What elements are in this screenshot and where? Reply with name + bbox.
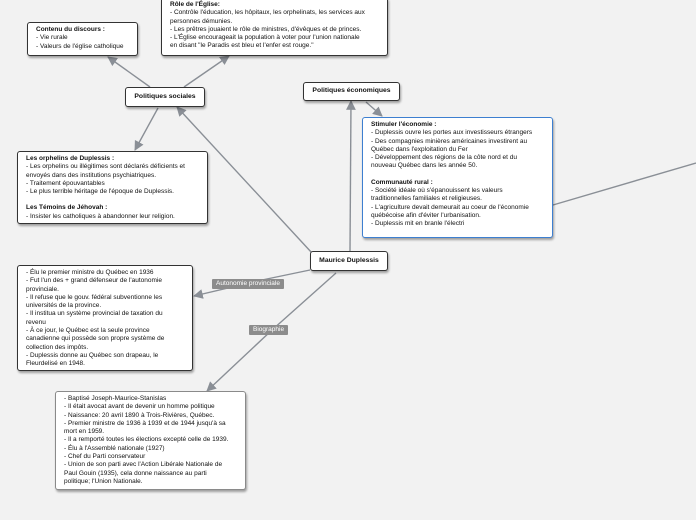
note-line: - Union de son parti avec l'Action Libér…	[64, 461, 223, 469]
note-line: - Valeurs de l'église catholique	[36, 42, 124, 50]
tag-autonomie-provinciale[interactable]: Autonomie provinciale	[212, 279, 284, 289]
note-line: mort en 1959.	[64, 428, 105, 436]
link-sociales-discours	[107, 56, 151, 88]
note-line: - Le plus terrible héritage de l'époque …	[26, 188, 174, 196]
note-line: en disant "le Paradis est bleu et l'enfe…	[170, 42, 314, 50]
note-line: personnes démunies.	[170, 17, 233, 25]
note-line: - Duplessis ouvre les portes aux investi…	[371, 129, 533, 137]
note-line: - Les orphelins ou illégitimes sont décl…	[26, 163, 185, 171]
note-heading: Contenu du discours :	[36, 26, 105, 33]
note-line: - Vie rurale	[36, 34, 68, 42]
note-line: - Contrôle l'éducation, les hôpitaux, le…	[170, 9, 365, 17]
link-offscreen-right	[552, 162, 696, 206]
link-root-economiques	[346, 100, 356, 252]
note-line: - Société idéale où s'épanouissent les v…	[371, 187, 503, 195]
note-line: collection des impôts.	[26, 343, 89, 351]
link-sociales-eglise	[183, 55, 230, 88]
topic-politiques-economiques-label: Politiques économiques	[312, 87, 391, 95]
note-line: - Duplessis mit en branle l'électri	[371, 220, 465, 228]
root-topic-maurice-duplessis[interactable]: Maurice Duplessis	[310, 251, 388, 271]
note-heading: Les orphelins de Duplessis :	[26, 155, 115, 162]
note-line: nouveau Québec dans les année 50.	[371, 162, 478, 170]
note-line: - Baptisé Joseph-Maurice-Stanislas	[64, 395, 167, 402]
note-line: - Premier ministre de 1936 à 1939 et de …	[64, 419, 226, 427]
note-line: canadienne qui possède son propre systèm…	[26, 335, 165, 343]
link-sociales-orphelins	[134, 107, 159, 151]
note-line: revenu	[26, 318, 46, 326]
note-line: - Les prêtres jouaient le rôle de minist…	[170, 25, 362, 33]
note-line: envoyés dans des institutions psychiatri…	[26, 171, 157, 179]
link-economiques-economie	[365, 101, 383, 117]
note-line: - Il a remporté toutes les élections exc…	[64, 436, 229, 444]
note-line: - À ce jour, le Québec est la seule prov…	[26, 327, 150, 335]
note-line: politique; l'Union Nationale.	[64, 477, 143, 485]
note-line: universités de la province.	[26, 302, 102, 310]
note-line: - Il refuse que le gouv. fédéral subvent…	[26, 293, 163, 301]
note-heading: Communauté rural :	[371, 178, 433, 186]
note-line: - Duplessis donne au Québec son drapeau,…	[26, 351, 159, 359]
note-line: Québec dans l'exploitation du Fer	[371, 145, 468, 153]
note-line: - Élu le premier ministre du Québec en 1…	[26, 269, 154, 276]
note-line: - Fut l'un des + grand défenseur de l'au…	[26, 277, 162, 285]
note-spacer	[371, 171, 546, 179]
note-line: traditionnelles familiales et religieuse…	[371, 195, 482, 203]
note-line: provinciale.	[26, 285, 59, 293]
note-heading: Stimuler l'économie :	[371, 121, 437, 128]
note-line: - Il était avocat avant de devenir un ho…	[64, 403, 215, 411]
note-orphelins-duplessis[interactable]: Les orphelins de Duplessis :- Les orphel…	[17, 151, 208, 224]
tag-biographie[interactable]: Biographie	[249, 325, 289, 335]
note-spacer	[26, 196, 201, 204]
note-line: - Naissance: 20 avril 1890 à Trois-Riviè…	[64, 411, 215, 419]
note-heading: Les Témoins de Jéhovah :	[26, 204, 108, 212]
note-line: - Des compagnies minières américaines in…	[371, 137, 528, 145]
note-biographie[interactable]: - Baptisé Joseph-Maurice-Stanislas- Il é…	[55, 391, 246, 490]
topic-politiques-sociales-label: Politiques sociales	[134, 92, 196, 100]
note-contenu-discours[interactable]: Contenu du discours :- Vie rurale- Valeu…	[27, 22, 138, 56]
note-heading: Rôle de l'Église:	[170, 1, 220, 8]
note-line: - Insister les catholiques à abandonner …	[26, 212, 175, 220]
note-line: - Traitement épouvantables	[26, 179, 105, 187]
note-line: - Il institua un système provincial de t…	[26, 310, 163, 318]
root-topic-label: Maurice Duplessis	[319, 256, 379, 264]
note-line: - Élu à l'Assemblé nationale (1927)	[64, 444, 165, 452]
note-line: - Chef du Parti conservateur	[64, 453, 146, 461]
note-line: - L'Église encourageait la population à …	[170, 34, 360, 42]
note-line: québécoise afin d'éviter l'urbanisation.	[371, 211, 481, 219]
topic-politiques-sociales[interactable]: Politiques sociales	[125, 87, 205, 107]
note-stimuler-economie[interactable]: Stimuler l'économie :- Duplessis ouvre l…	[362, 117, 553, 238]
note-line: Paul Gouin (1935), cela donne naissance …	[64, 469, 207, 477]
topic-politiques-economiques[interactable]: Politiques économiques	[303, 82, 400, 101]
note-line: Fleurdelisé en 1948.	[26, 360, 85, 368]
note-autonomie-provinciale[interactable]: - Élu le premier ministre du Québec en 1…	[17, 265, 193, 371]
note-line: - Développement des régions de la côte n…	[371, 154, 517, 162]
note-role-eglise[interactable]: Rôle de l'Église:- Contrôle l'éducation,…	[161, 0, 388, 56]
link-root-sociales	[176, 106, 313, 254]
note-line: - L'agriculture devait demeurait au coeu…	[371, 203, 529, 211]
